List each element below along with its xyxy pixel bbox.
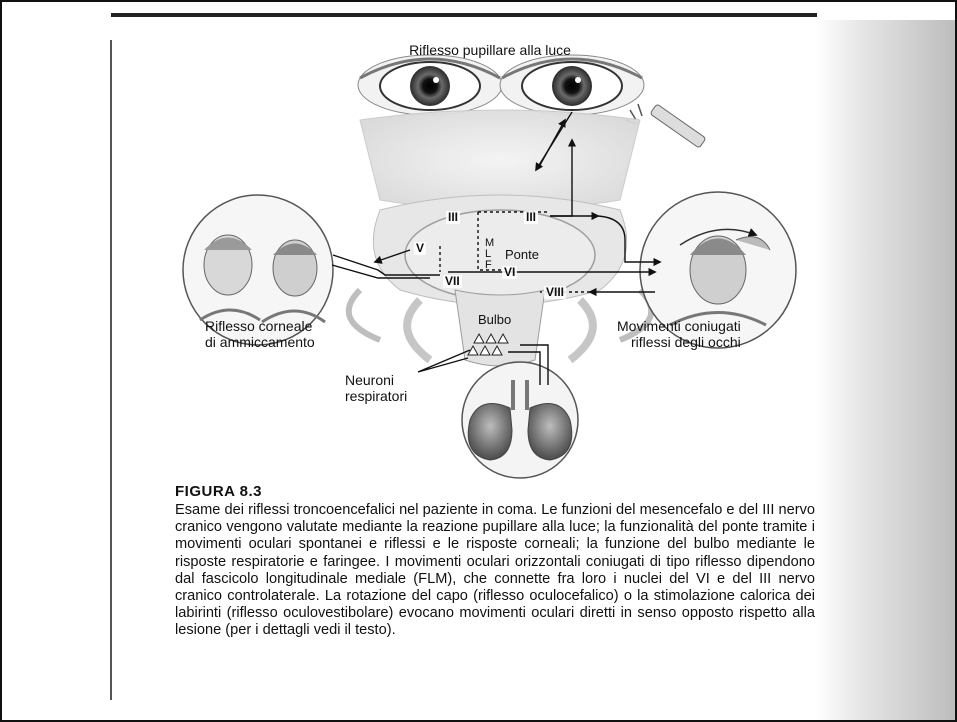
bulbo-label: Bulbo <box>478 312 511 328</box>
nerve-vi-label: VI <box>502 266 517 279</box>
neurons-label: Neuroni respiratori <box>345 372 407 404</box>
nerve-vii-label: VII <box>443 275 462 288</box>
pupillary-reflex-label: Riflesso pupillare alla luce <box>370 42 610 58</box>
nerve-iii-right-label: III <box>524 211 538 224</box>
figure-caption: FIGURA 8.3 Esame dei riflessi troncoence… <box>175 483 815 640</box>
caption-body: Esame dei riflessi troncoencefalici nel … <box>175 502 815 640</box>
mlf-label: M L F <box>485 238 494 271</box>
lungs-illustration <box>462 362 578 478</box>
corneal-reflex-label: Riflesso corneale di ammiccamento <box>205 318 315 350</box>
nerve-v-label: V <box>414 242 426 255</box>
ponte-label: Ponte <box>505 247 539 263</box>
eye-movements-label: Movimenti coniugati riflessi degli occhi <box>617 318 741 350</box>
nerve-iii-left-label: III <box>446 211 460 224</box>
nerve-viii-label: VIII <box>544 286 566 299</box>
eyes <box>358 55 644 115</box>
caption-title: FIGURA 8.3 <box>175 483 815 500</box>
